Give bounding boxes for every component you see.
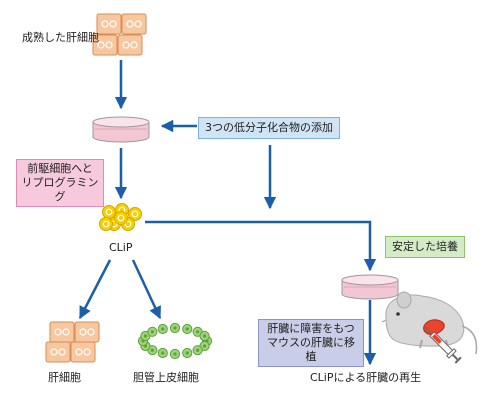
bile-duct-cell <box>147 326 158 337</box>
reprogramming-line1: 前駆細胞へと <box>27 162 93 175</box>
culture-dish-top <box>92 116 150 143</box>
bile-duct-cell <box>169 348 181 360</box>
bile-duct-cells <box>137 322 213 360</box>
reprogramming-line2: リプログラミング <box>21 176 99 203</box>
reprogramming-box: 前駆細胞へと リプログラミング <box>16 159 104 207</box>
hepatocyte-cell <box>92 34 118 56</box>
bile-duct-cell <box>169 322 181 334</box>
hepatocyte-cell <box>70 341 96 363</box>
clip-cells <box>99 203 142 231</box>
clip-cell <box>102 205 116 219</box>
hepatocyte-cell <box>96 13 122 35</box>
clip-cell <box>128 207 142 221</box>
bile-duct-cell <box>182 347 193 359</box>
clip-cell <box>114 211 128 225</box>
hepatocyte-cell <box>117 34 143 56</box>
hepatocyte-cells <box>45 321 100 363</box>
transplant-line2: マウスの肝臓に移植 <box>267 336 355 363</box>
hepatocyte-cell <box>45 341 71 363</box>
bile-duct-label: 胆管上皮細胞 <box>133 371 199 384</box>
bile-duct-cell <box>182 323 193 335</box>
mature-hepatocyte-cells <box>92 13 147 56</box>
arrow-clip-to-hepatocyte <box>78 259 112 320</box>
bile-duct-cell <box>157 323 168 335</box>
syringe-icon <box>424 326 462 364</box>
mature-hepatocyte-label: 成熟した肝細胞 <box>22 31 99 44</box>
regeneration-label: CLiPによる肝臓の再生 <box>310 371 422 384</box>
transplant-box: 肝臓に障害をもつ マウスの肝臓に移植 <box>258 319 364 367</box>
small-molecules-box: 3つの低分子化合物の添加 <box>198 117 340 139</box>
arrow-clip-to-culture <box>145 220 377 272</box>
bile-duct-cell <box>199 330 210 342</box>
hepatocyte-cell <box>74 321 100 343</box>
hepatocyte-cell <box>121 13 147 35</box>
culture-dish-stable <box>341 274 399 300</box>
mouse-illustration <box>381 291 478 355</box>
bile-duct-cell <box>192 345 203 356</box>
arrow-clip-to-bile-duct <box>131 259 162 320</box>
bile-duct-cell <box>157 347 168 359</box>
clip-cell <box>99 217 113 231</box>
clip-label: CLiP <box>109 241 133 254</box>
transplant-line1: 肝臓に障害をもつ <box>267 322 355 335</box>
hepatocyte-cell <box>49 321 75 343</box>
hepatocyte-label: 肝細胞 <box>48 371 81 384</box>
stable-culture-box: 安定した培養 <box>385 236 465 258</box>
